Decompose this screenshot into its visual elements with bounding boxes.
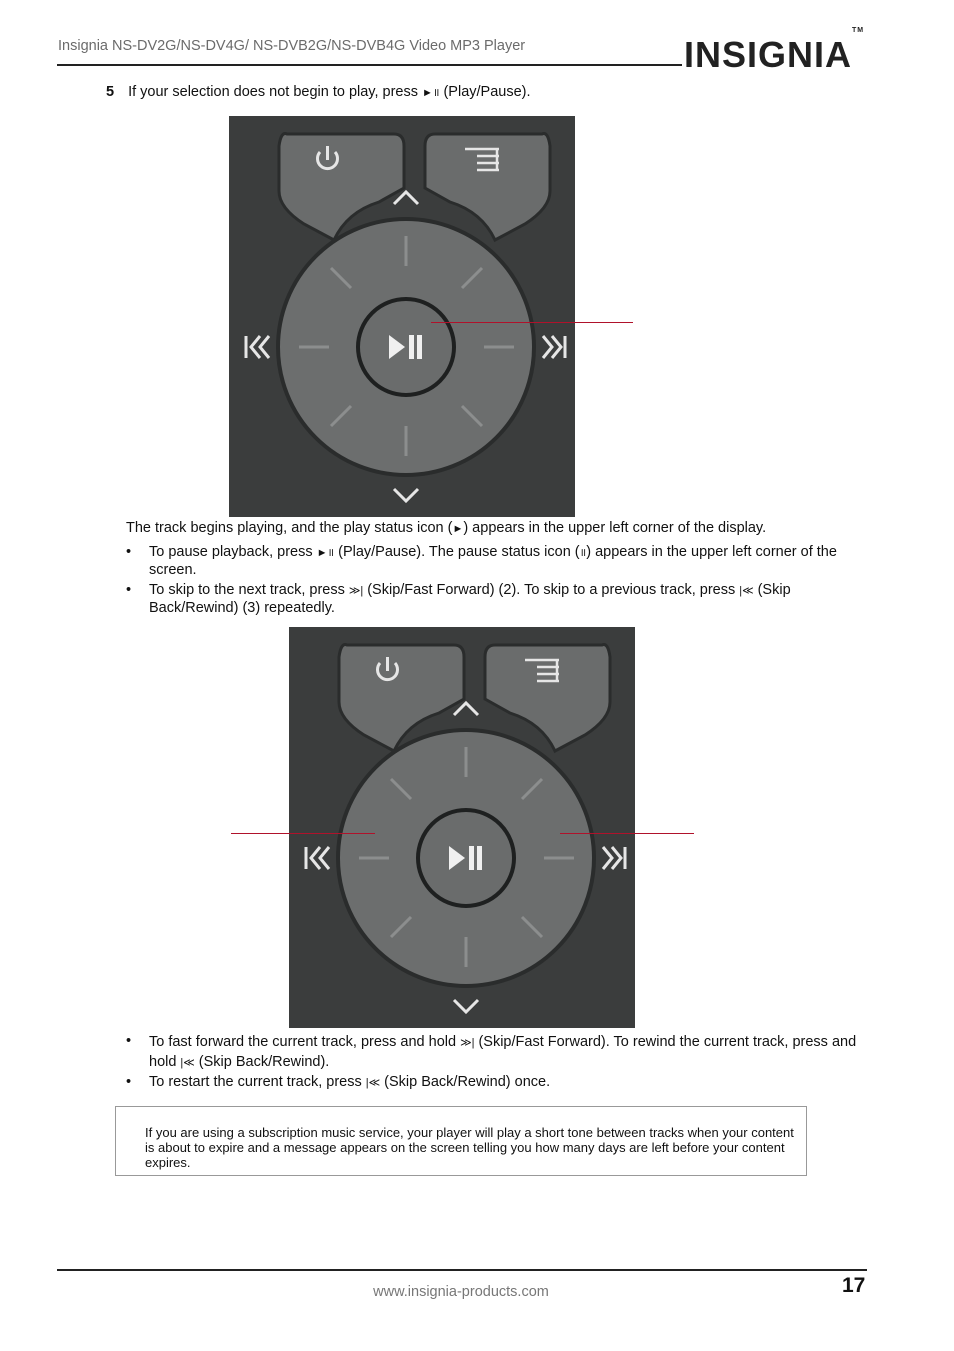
power-icon [376, 657, 399, 682]
power-icon [316, 146, 339, 171]
callout-line-3 [560, 833, 694, 834]
remote-image-play-pause [229, 116, 575, 517]
pause-status-icon: ॥ [579, 547, 587, 559]
bullet-skip: To skip to the next track, press≫|(Skip/… [149, 582, 791, 616]
menu-icon [465, 147, 499, 172]
bullet-marker: • [126, 1074, 132, 1090]
footer-rule [57, 1269, 867, 1271]
bullet-marker: • [126, 1033, 132, 1049]
play-pause-icon: ►॥ [316, 547, 335, 559]
insignia-logo: INSIGNIATM [684, 27, 865, 75]
footer-url: www.insignia-products.com [373, 1284, 549, 1300]
header-title: Insignia NS-DV2G/NS-DV4G/ NS-DVB2G/NS-DV… [58, 38, 526, 54]
bullet-restart: To restart the current track, press|≪(Sk… [149, 1074, 551, 1090]
note-box: If you are using a subscription music se… [115, 1106, 807, 1176]
bullet-marker: • [126, 582, 132, 598]
step-text-after: (Play/Pause). [443, 84, 531, 100]
bullet-marker: • [126, 544, 132, 560]
callout-line-2 [231, 833, 375, 834]
bullet-pause: To pause playback, press►॥(Play/Pause). … [149, 544, 837, 578]
play-status-icon: ► [452, 523, 464, 535]
step-number: 5 [106, 84, 115, 100]
callout-line-1 [431, 322, 633, 323]
skip-forward-icon: ≫| [348, 585, 364, 597]
step-5: 5 If your selection does not begin to pla… [106, 84, 531, 100]
page-number: 17 [842, 1274, 866, 1297]
step-text-before: If your selection does not begin to play… [128, 84, 418, 100]
play-pause-icon: ►॥ [421, 87, 440, 99]
skip-back-icon: |≪ [365, 1077, 381, 1089]
header-rule [57, 64, 682, 66]
bullet-fast-forward: To fast forward the current track, press… [149, 1033, 864, 1073]
remote-image-skip [289, 627, 635, 1028]
skip-back-icon: |≪ [180, 1057, 195, 1069]
note-text: If you are using a subscription music se… [145, 1125, 794, 1170]
skip-back-icon: |≪ [739, 585, 754, 597]
menu-icon [525, 658, 559, 683]
track-begins-paragraph: The track begins playing, and the play s… [126, 520, 767, 536]
skip-forward-icon: ≫| [460, 1037, 475, 1049]
